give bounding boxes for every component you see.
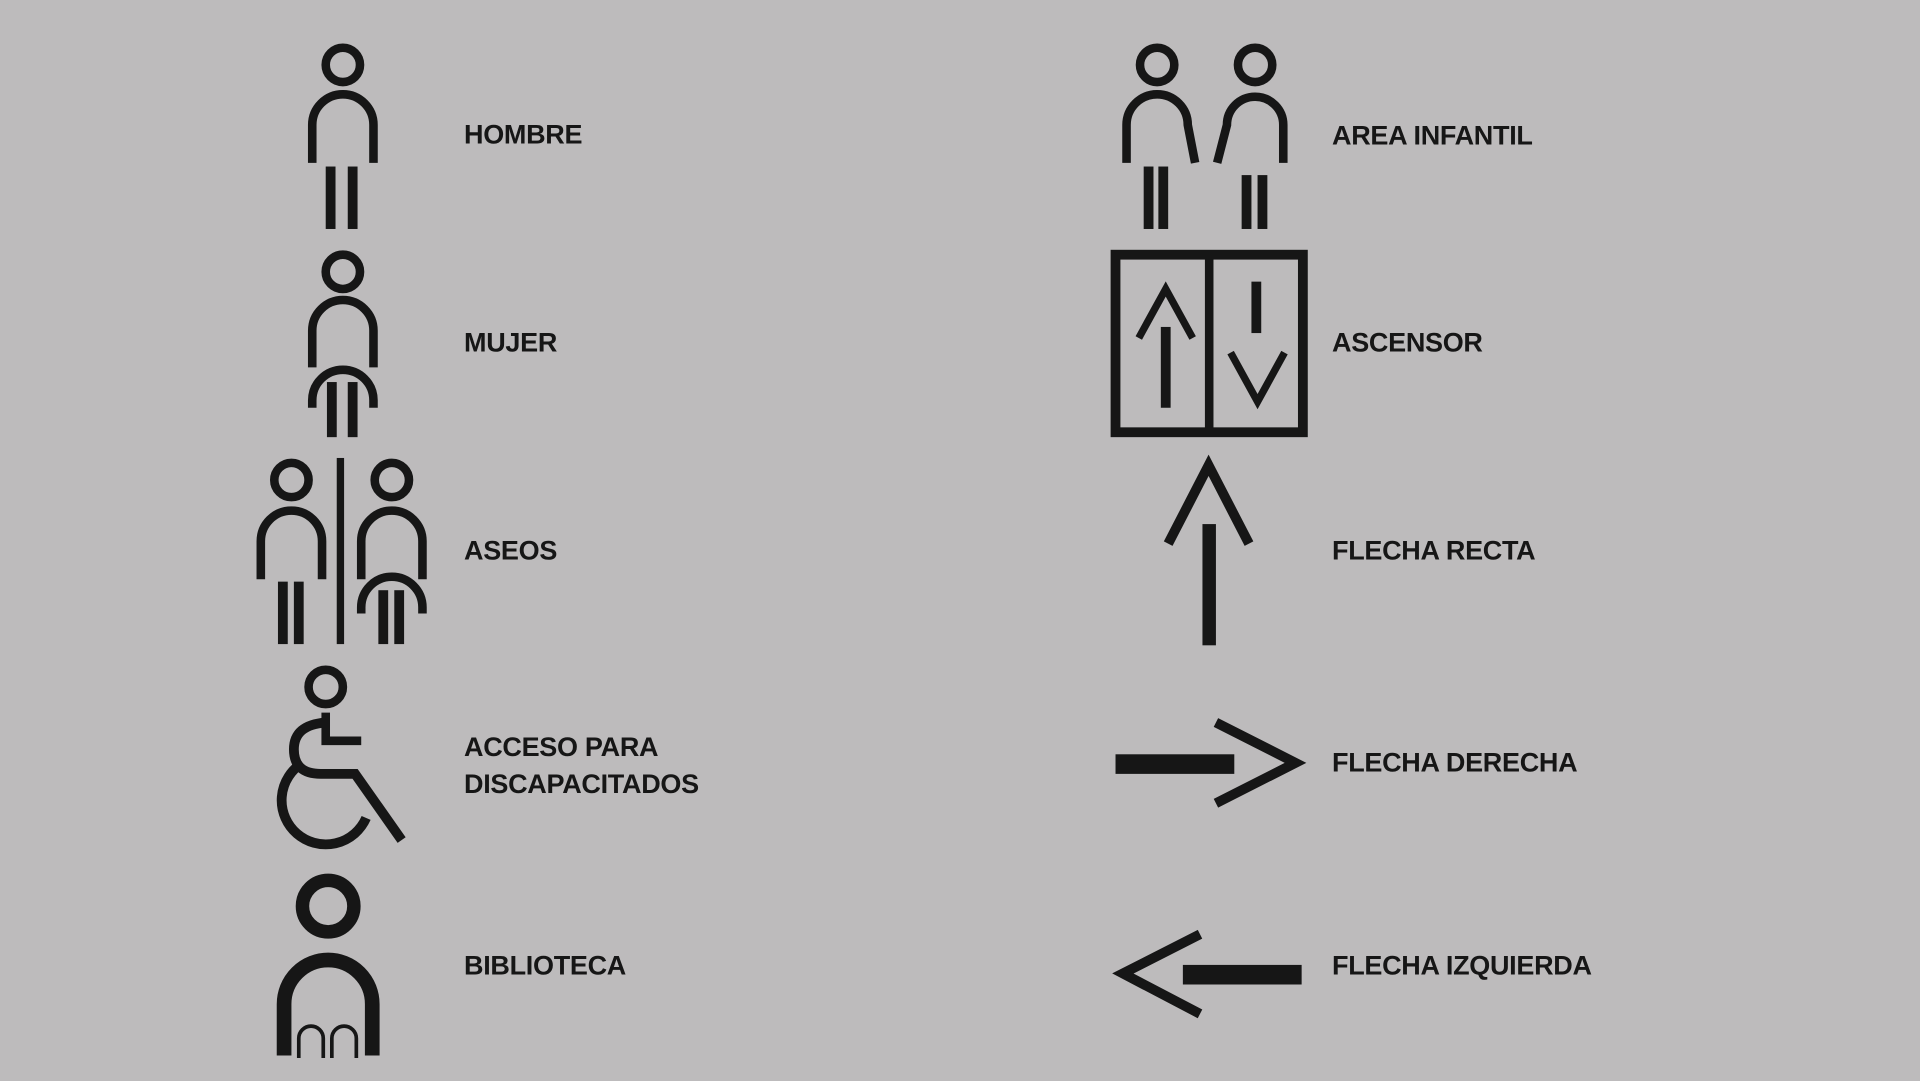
label-flecha-izquierda: FLECHA IZQUIERDA [1332,950,1592,981]
restrooms-icon [256,457,427,645]
label-hombre: HOMBRE [464,119,583,150]
arrow-up-icon [1163,454,1254,646]
man-icon [307,43,378,229]
label-biblioteca: BIBLIOTECA [464,950,626,981]
library-icon [276,873,380,1058]
label-aseos: ASEOS [464,535,558,566]
label-flecha-recta: FLECHA RECTA [1332,535,1536,566]
arrow-left-icon [1112,929,1302,1019]
label-line-2: DISCAPACITADOS [464,769,699,799]
wheelchair-icon [276,665,406,850]
children-area-icon [1122,43,1288,229]
label-acceso-discapacitados: ACCESO PARA DISCAPACITADOS [464,729,699,803]
label-mujer: MUJER [464,327,558,358]
woman-icon [307,250,378,438]
label-flecha-derecha: FLECHA DERECHA [1332,747,1578,778]
label-area-infantil: AREA INFANTIL [1332,120,1533,151]
arrow-right-icon [1115,718,1307,808]
label-ascensor: ASCENSOR [1332,327,1483,358]
label-line-1: ACCESO PARA [464,732,659,762]
elevator-icon [1110,249,1308,438]
